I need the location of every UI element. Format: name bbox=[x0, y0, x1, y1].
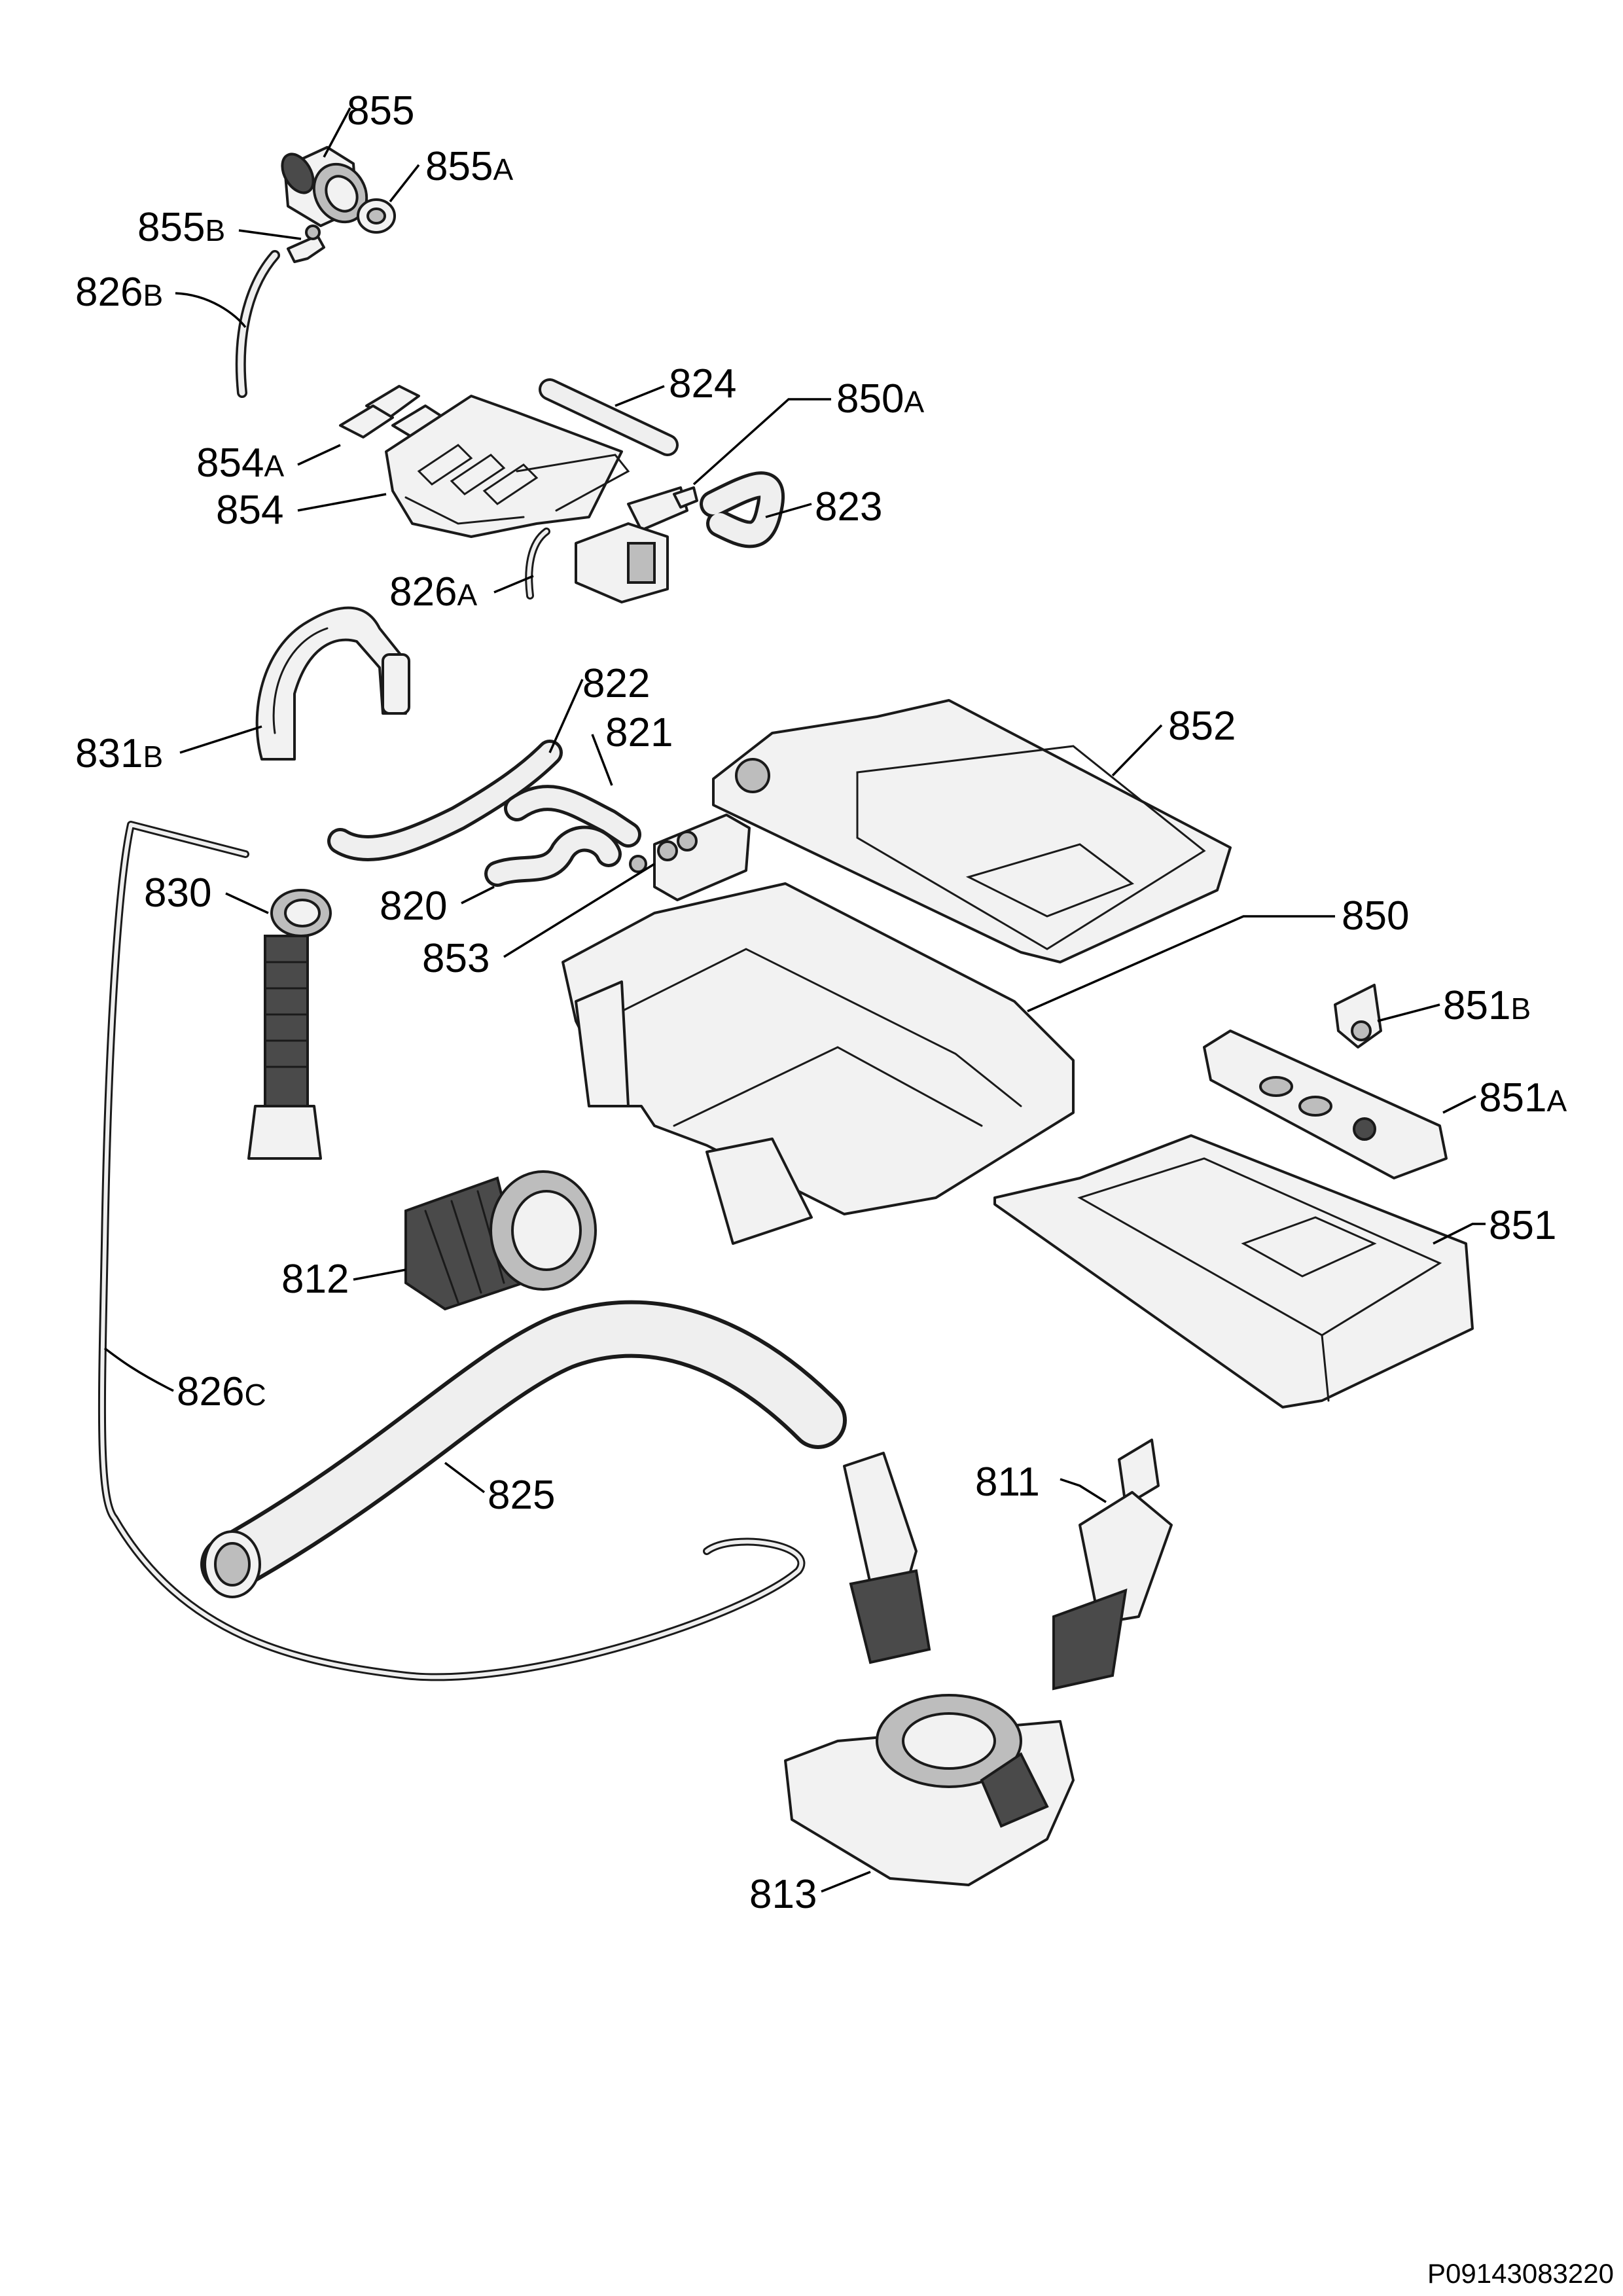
part-820-hose bbox=[484, 825, 622, 887]
part-851a-drawer-cap bbox=[1203, 1030, 1448, 1179]
leader-821 bbox=[591, 734, 613, 786]
leader-812 bbox=[353, 1268, 406, 1281]
leader-826b bbox=[175, 292, 247, 329]
callout-826b: 826B bbox=[75, 270, 163, 315]
callout-811: 811 bbox=[975, 1460, 1040, 1505]
leader-826c bbox=[103, 1347, 174, 1392]
part-855b-elbow bbox=[287, 224, 325, 263]
part-825-drain-hose bbox=[200, 1300, 847, 1598]
leader-lines bbox=[103, 107, 1486, 1893]
part-826b-tube bbox=[235, 250, 280, 398]
leader-855 bbox=[323, 107, 351, 158]
part-826a-tube bbox=[525, 528, 550, 600]
callout-855: 855 bbox=[347, 88, 414, 134]
part-830-corrugated-hose bbox=[247, 889, 332, 1160]
leader-823 bbox=[765, 503, 812, 518]
part-821-short-hose bbox=[504, 785, 641, 848]
part-850a-valve bbox=[575, 486, 698, 603]
callout-851b: 851B bbox=[1443, 983, 1531, 1028]
callout-825: 825 bbox=[488, 1473, 555, 1518]
part-811-filler-hose bbox=[1052, 1439, 1173, 1691]
leader-850a bbox=[692, 398, 831, 486]
leader-853 bbox=[503, 863, 655, 958]
callout-850a: 850A bbox=[836, 376, 924, 422]
leader-852 bbox=[1111, 724, 1163, 777]
part-826c-long-tube bbox=[98, 821, 806, 1681]
callout-822: 822 bbox=[582, 661, 650, 706]
leader-851 bbox=[1433, 1223, 1486, 1245]
leader-851a bbox=[1442, 1095, 1476, 1114]
part-853-valve-block bbox=[629, 814, 751, 901]
callout-852: 852 bbox=[1168, 704, 1236, 749]
callout-820: 820 bbox=[380, 884, 447, 929]
leader-855a bbox=[389, 164, 420, 203]
leader-851b bbox=[1377, 1003, 1440, 1022]
callout-854: 854 bbox=[216, 488, 283, 533]
part-854-siphon-frame bbox=[385, 395, 630, 538]
callout-855b: 855B bbox=[137, 205, 225, 250]
callout-851: 851 bbox=[1489, 1203, 1556, 1248]
part-822-long-hose bbox=[327, 740, 563, 861]
callout-850: 850 bbox=[1342, 893, 1409, 939]
callout-813: 813 bbox=[749, 1872, 817, 1917]
part-852-drawer-lid bbox=[712, 699, 1232, 963]
leader-854a bbox=[297, 444, 341, 466]
callout-812: 812 bbox=[281, 1257, 349, 1302]
part-851-detergent-drawer bbox=[993, 1134, 1474, 1408]
callout-826c: 826C bbox=[177, 1369, 266, 1414]
leader-855b bbox=[238, 229, 302, 240]
part-824-straight-tube bbox=[539, 378, 679, 456]
callout-824: 824 bbox=[669, 361, 736, 406]
part-851b-clip bbox=[1334, 984, 1382, 1049]
leader-854 bbox=[297, 493, 387, 512]
leader-824 bbox=[615, 385, 665, 407]
leader-811 bbox=[1060, 1478, 1107, 1503]
leader-813 bbox=[821, 1871, 871, 1893]
leader-830 bbox=[225, 892, 269, 914]
callout-853: 853 bbox=[422, 936, 490, 981]
callout-823: 823 bbox=[815, 484, 882, 529]
callout-831b: 831B bbox=[75, 731, 163, 776]
part-831b-hose-bracket bbox=[255, 606, 410, 761]
callout-854a: 854A bbox=[196, 440, 284, 486]
part-855a-washer bbox=[357, 198, 396, 234]
leader-826a bbox=[493, 575, 534, 594]
leader-820 bbox=[461, 886, 495, 905]
leader-822 bbox=[548, 679, 584, 753]
callout-821: 821 bbox=[605, 710, 673, 755]
drawing-reference-number: P09143083220 bbox=[1427, 2258, 1614, 2289]
callout-855a: 855A bbox=[425, 144, 513, 189]
part-812-bellows-hose bbox=[404, 1170, 597, 1311]
part-855-valve-fitting bbox=[281, 146, 368, 227]
callout-851a: 851A bbox=[1479, 1075, 1567, 1121]
leader-825 bbox=[444, 1462, 486, 1494]
callout-830: 830 bbox=[144, 870, 211, 916]
callout-826a: 826A bbox=[389, 569, 477, 615]
part-823-curved-hose bbox=[700, 471, 785, 548]
part-850-drawer-housing bbox=[562, 882, 1075, 1245]
leader-850 bbox=[1027, 915, 1335, 1013]
leader-831b bbox=[179, 725, 262, 754]
callout-labels: 855 855A 855B 826B 824 850A 854A 854 823… bbox=[75, 88, 1567, 1917]
part-813-pump-sump bbox=[784, 1452, 1075, 1886]
